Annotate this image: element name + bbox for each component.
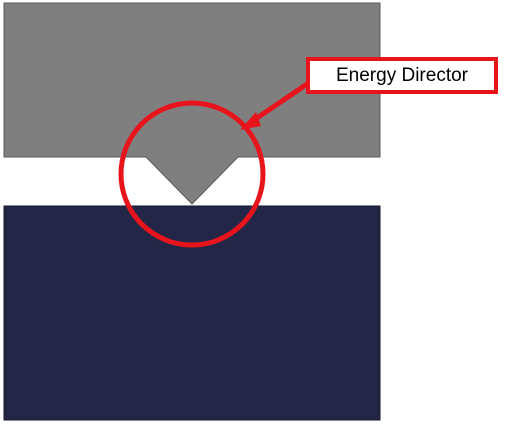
lower-part bbox=[3, 205, 381, 421]
arrowhead-icon bbox=[240, 112, 261, 130]
arrow-pointer-icon bbox=[249, 79, 312, 125]
energy-director-callout: Energy Director bbox=[306, 57, 498, 94]
highlight-circle-icon bbox=[118, 100, 266, 248]
callout-label: Energy Director bbox=[336, 64, 468, 86]
